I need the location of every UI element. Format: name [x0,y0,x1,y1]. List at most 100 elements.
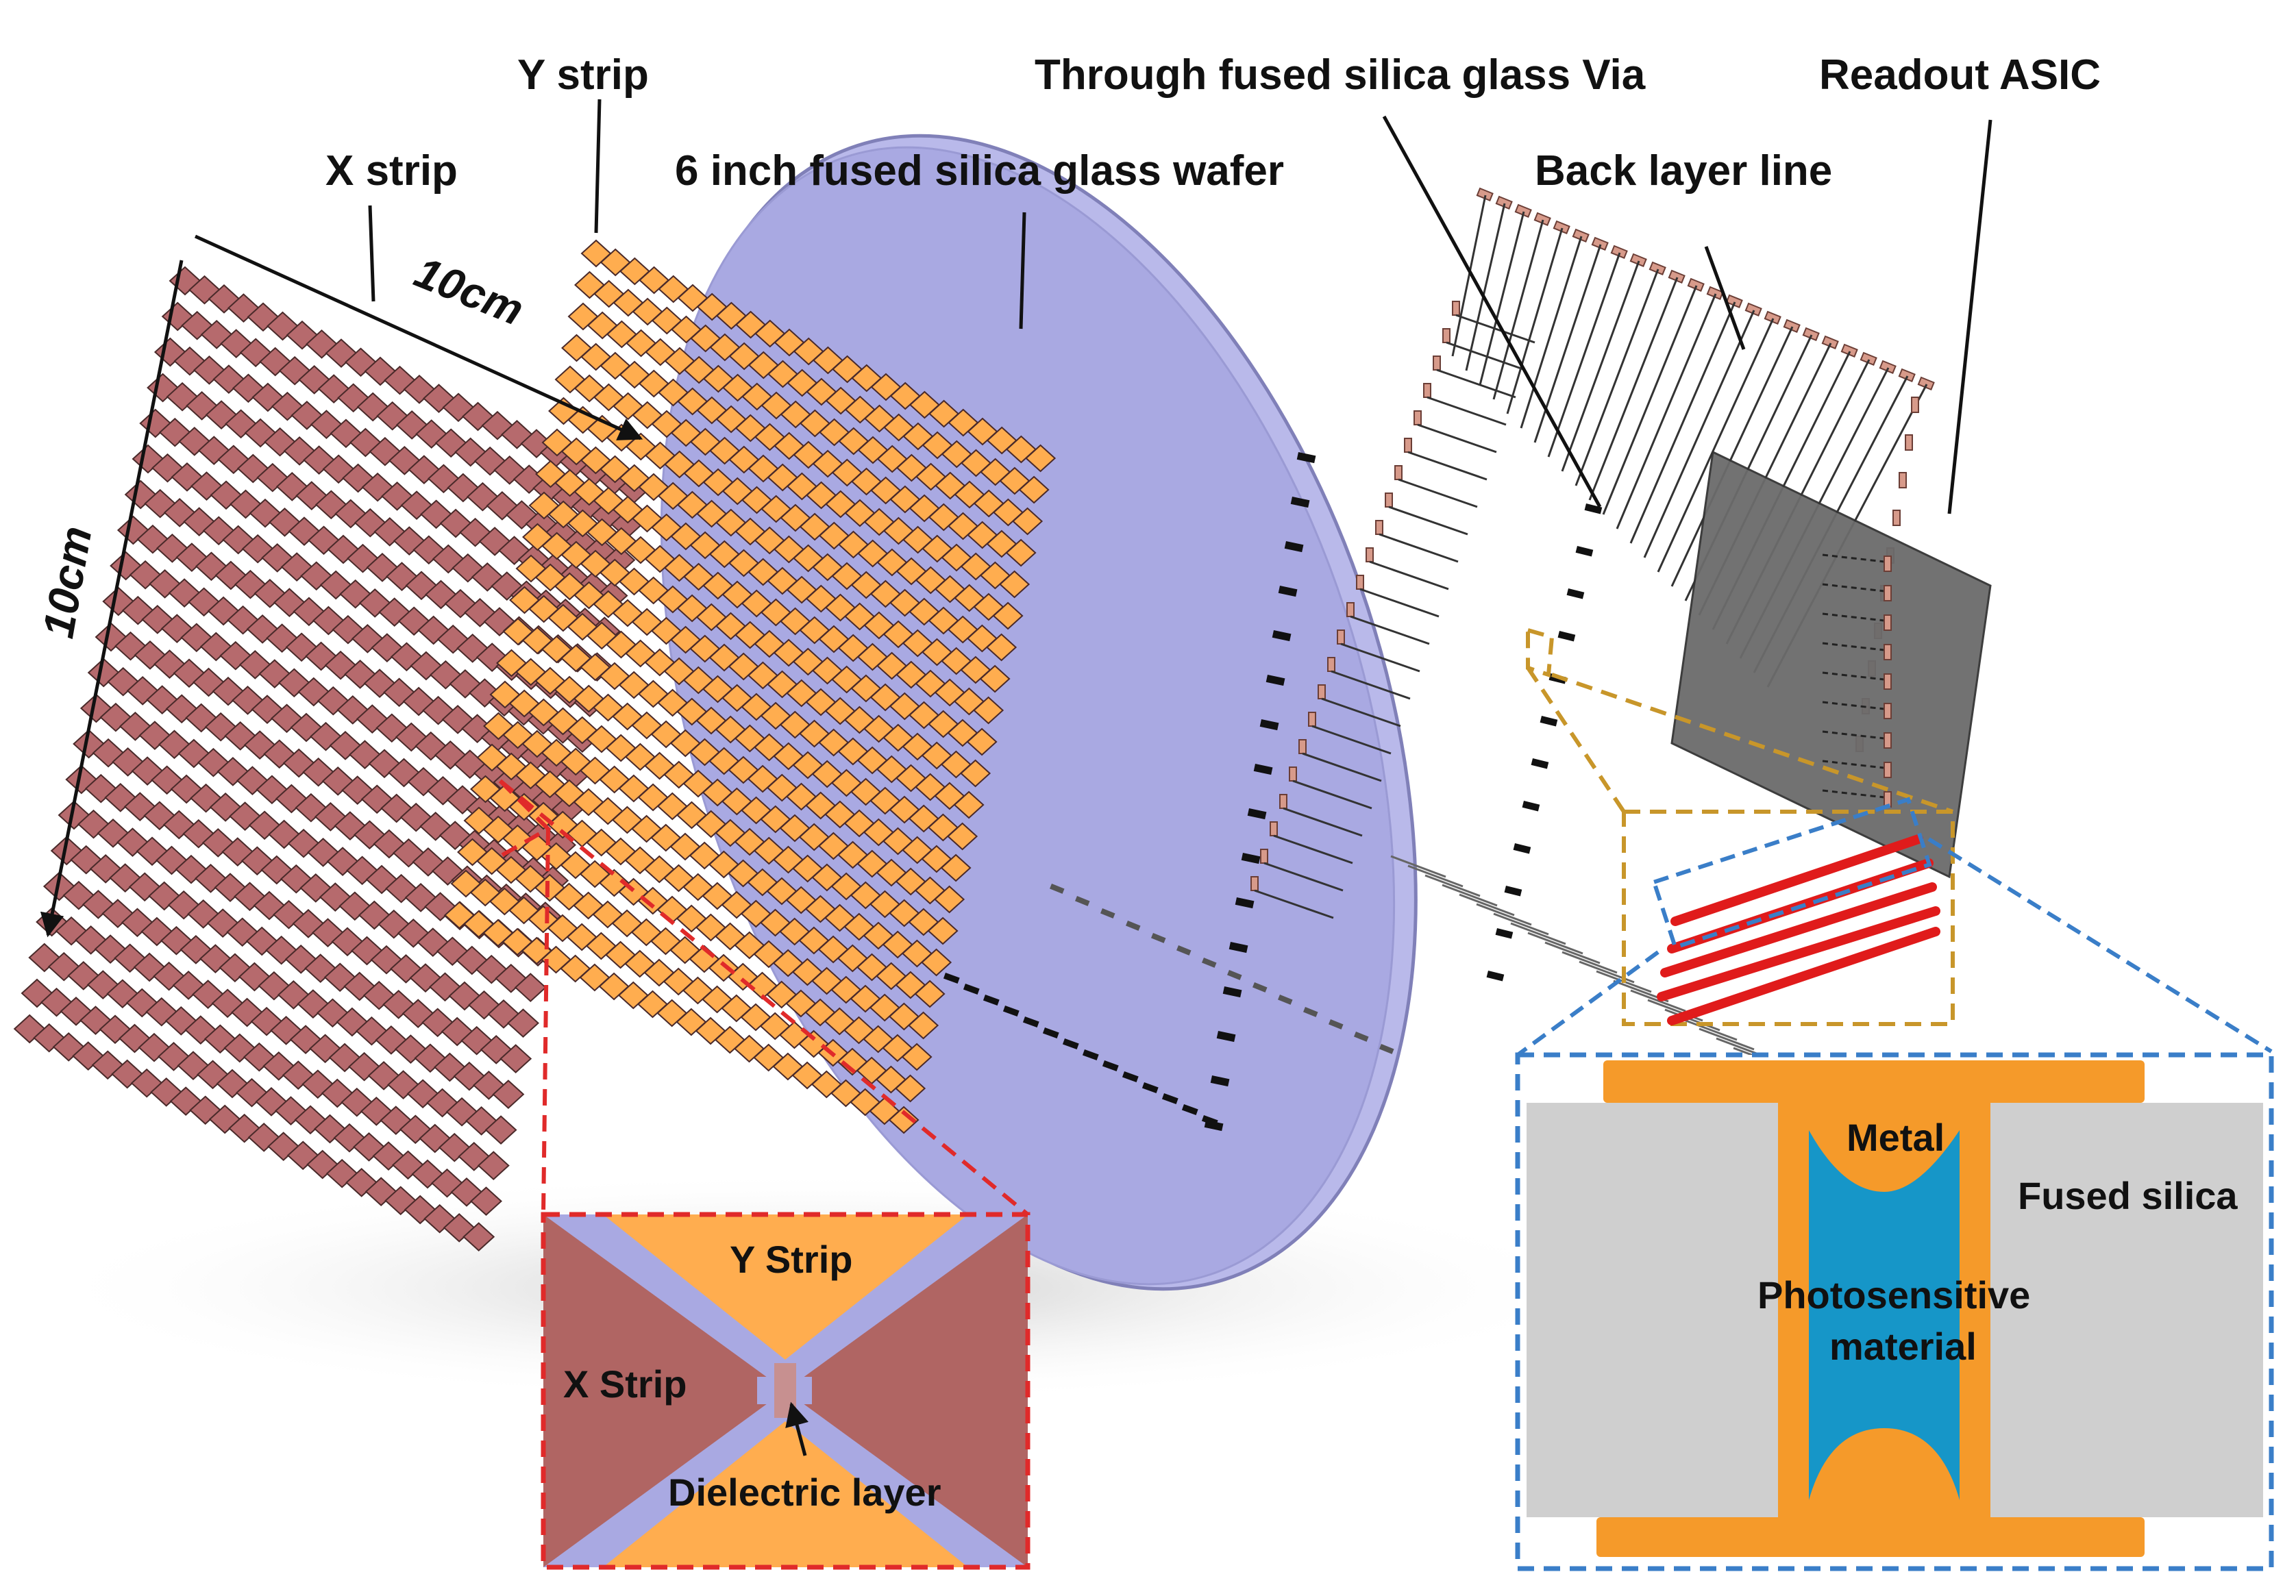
asic-label: Readout ASIC [1819,51,2101,99]
back-line [1561,951,1618,974]
back-pad [1318,684,1326,699]
asic-bond [1822,612,1885,622]
back-line [1446,341,1526,371]
back-line [1254,889,1334,919]
x-strip-pad [334,811,367,840]
back-pad [1879,360,1897,374]
y-strip-pad [676,697,708,726]
y-strip-pad [986,633,1017,662]
y-strip-pad [901,1043,933,1071]
back-line [1630,989,1686,1012]
back-pad [1423,383,1431,398]
y-strip-pad [999,570,1030,599]
wafer-via [943,973,960,984]
blue-zoom-connectors [1516,837,2273,1057]
wafer-via [1253,764,1273,775]
back-via [1495,928,1514,939]
y-strip-pad [947,822,978,851]
asic-bond [1822,730,1885,740]
back-pad [1433,356,1441,371]
back-pad [1572,228,1590,242]
wafer-via-marks [943,452,1394,1132]
back-pad [1404,438,1412,453]
inset-metal-label: Metal [1847,1116,1945,1159]
wafer-via [1241,853,1261,864]
y-strip-pad [1018,475,1050,504]
back-line [1520,236,1583,429]
back-pad [1375,520,1383,535]
asic-pad [1884,614,1892,631]
back-line [1533,244,1602,443]
back-line [1575,269,1659,486]
asic-bond [1822,760,1885,769]
back-line [1321,697,1401,727]
wafer-via [1075,895,1090,906]
x-strip-pad [514,973,547,1002]
x-strip-pad [332,614,365,645]
y-strip-pad [914,980,946,1008]
back-line [1436,369,1516,399]
back-line [1699,1027,1755,1051]
y-strip-pad [953,790,985,819]
x-strip-pad [507,1008,539,1038]
wafer-via [1278,586,1298,597]
blue-zoom-source [1651,797,1932,950]
asic-bond-lines [1822,553,1892,808]
inset-y-strip-label: Y Strip [730,1238,852,1281]
back-line [1398,478,1478,508]
back-line [1407,451,1488,481]
wafer-via [1042,1027,1059,1038]
wafer-via [1176,945,1192,956]
back-line [1283,807,1363,837]
back-pad [1289,766,1297,782]
red-trace [1670,834,1923,926]
back-via [1531,758,1549,769]
back-line [1390,855,1446,878]
red-trace [1660,882,1937,977]
back-line [1493,912,1549,936]
dielectric-pointer [785,1401,809,1456]
wafer-via [1122,1071,1139,1082]
back-line [1311,725,1392,755]
asic-pad [1884,644,1892,660]
x-strip-pad [492,1080,525,1109]
asic-pad [1884,556,1892,572]
readout-asic-chip [1670,450,1992,879]
back-line [1510,922,1566,945]
back-via [1575,546,1594,557]
red-trace [1667,927,1940,1025]
back-pad [1911,397,1919,413]
wafer-via [1259,719,1279,731]
back-line [1506,227,1564,414]
back-pad [1356,575,1364,590]
back-line [1388,506,1468,536]
back-line [1379,533,1459,563]
back-pad [1366,547,1374,562]
back-line [1629,301,1736,544]
wafer-via [1222,986,1242,998]
back-pad [1476,187,1494,201]
leader-lines [368,99,1992,514]
wafer-via [1229,942,1248,953]
back-line [1670,326,1794,587]
back-line [1561,260,1640,472]
back-pad [1308,712,1316,727]
y-strip-pad [895,1074,926,1103]
x-strip-label: X strip [325,147,458,195]
strip-crossing-inset [543,1214,1028,1567]
red-trace [1657,906,1940,1001]
y-strip-pad [940,853,972,882]
wafer-via [1126,920,1141,931]
back-pad [1250,876,1259,891]
back-via [1522,801,1540,812]
y-strip-pad [927,917,959,945]
back-pad [1898,368,1916,382]
wafer-via [1161,1093,1178,1104]
wafer-via [963,984,980,995]
y-strip-pad [1012,507,1044,536]
back-pad [1442,328,1451,343]
via-cross-section-inset [1518,1055,2271,1569]
back-line [1681,1018,1738,1041]
back-line [1427,396,1507,426]
